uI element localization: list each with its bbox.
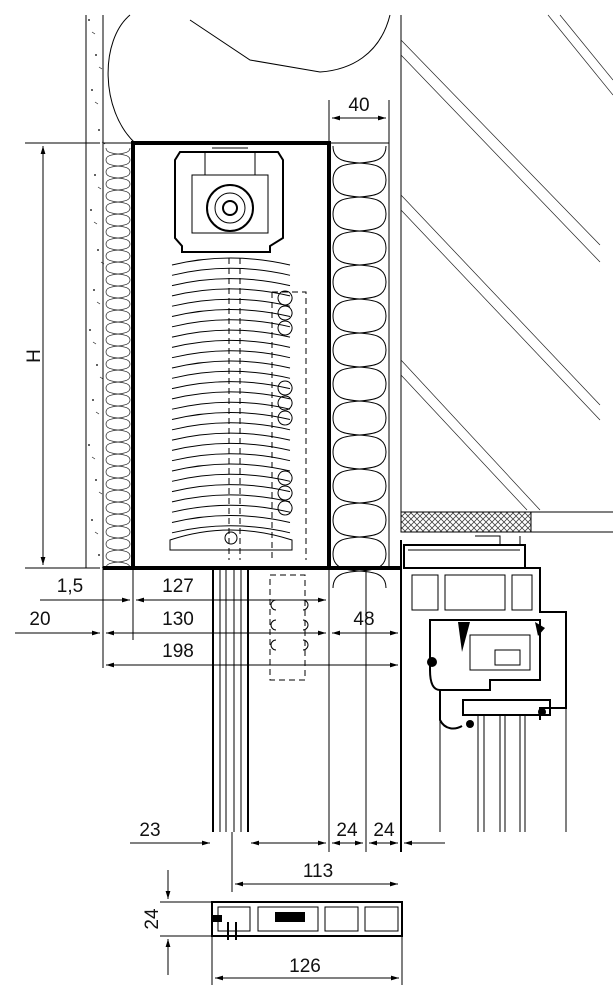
shutter-box (131, 141, 331, 570)
dim-left-part: 23 (139, 820, 160, 841)
left-insulation (102, 142, 134, 569)
sill (400, 511, 613, 533)
right-wall (400, 14, 613, 512)
dim-profile-height: 24 (142, 908, 163, 930)
dim-top-insulation: 40 (348, 95, 369, 116)
dim-height: H (24, 349, 45, 363)
rolled-shutter (169, 257, 293, 551)
dim-right-part-a: 24 (336, 820, 358, 841)
guide-profile (269, 290, 309, 681)
axle-bracket (174, 147, 284, 253)
dim-wall-plaster: 20 (29, 609, 50, 630)
dim-profile-width: 126 (289, 956, 321, 977)
dimension-lines (15, 100, 445, 985)
lintel-outline (107, 14, 391, 144)
dim-inner-width: 127 (162, 576, 194, 597)
dim-box-width: 130 (162, 609, 194, 630)
bottom-profile (211, 901, 403, 940)
dim-right-insulation: 48 (353, 609, 374, 630)
left-wall (85, 15, 106, 570)
dim-slot-offset: 1,5 (57, 576, 83, 597)
guide-rails (212, 568, 249, 832)
dim-overall-width: 198 (162, 641, 194, 662)
window-frame (403, 535, 567, 832)
dim-right-part-b: 24 (373, 820, 395, 841)
dim-profile-offset: 113 (303, 861, 333, 882)
right-insulation (328, 142, 390, 589)
